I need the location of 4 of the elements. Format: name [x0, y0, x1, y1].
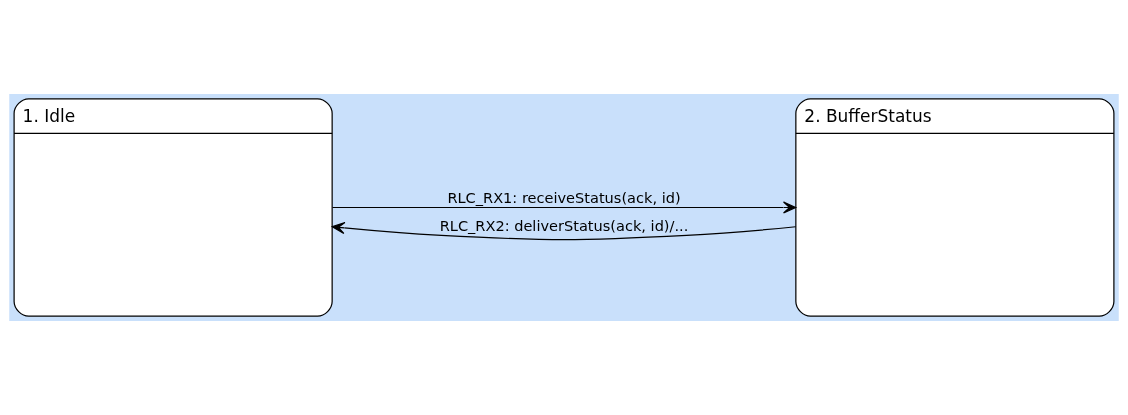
- arrow: [331, 201, 797, 214]
- arrow: [331, 221, 797, 241]
- edge-label: RLC_RX1: receiveStatus(ack, id): [447, 189, 681, 207]
- edge-label: RLC_RX2: deliverStatus(ack, id)/...: [439, 217, 689, 235]
